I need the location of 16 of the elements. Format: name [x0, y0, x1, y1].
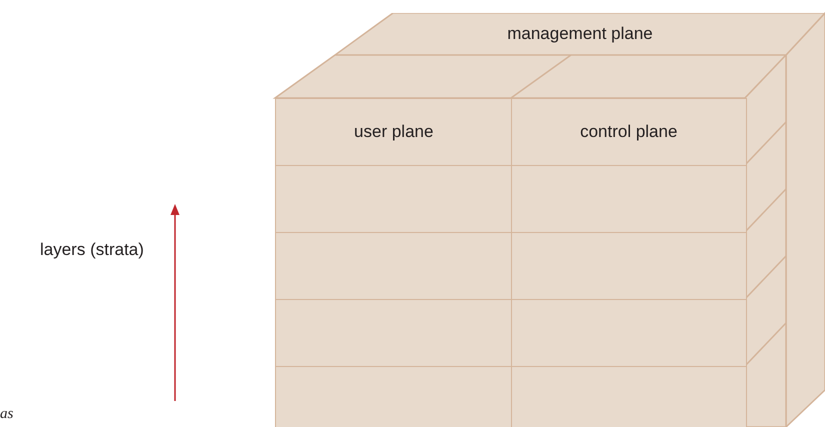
layer-cell: [511, 366, 746, 427]
layer-cell: [275, 299, 512, 368]
layer-cell: [511, 165, 746, 234]
plane-label: management plane: [507, 24, 653, 44]
layer-cell: [275, 232, 512, 300]
layer-cell: [275, 165, 512, 234]
management-slab: [335, 13, 825, 55]
axis-label: layers (strata): [40, 240, 144, 260]
layer-cell: [511, 299, 746, 368]
plane-label: user plane: [354, 122, 434, 142]
caption-text: as: [0, 406, 14, 423]
layer-cell: [511, 232, 746, 300]
layer-cell: [275, 366, 512, 427]
layer-cell: [275, 98, 512, 166]
plane-label: control plane: [580, 122, 678, 142]
layer-cell: [511, 98, 746, 166]
